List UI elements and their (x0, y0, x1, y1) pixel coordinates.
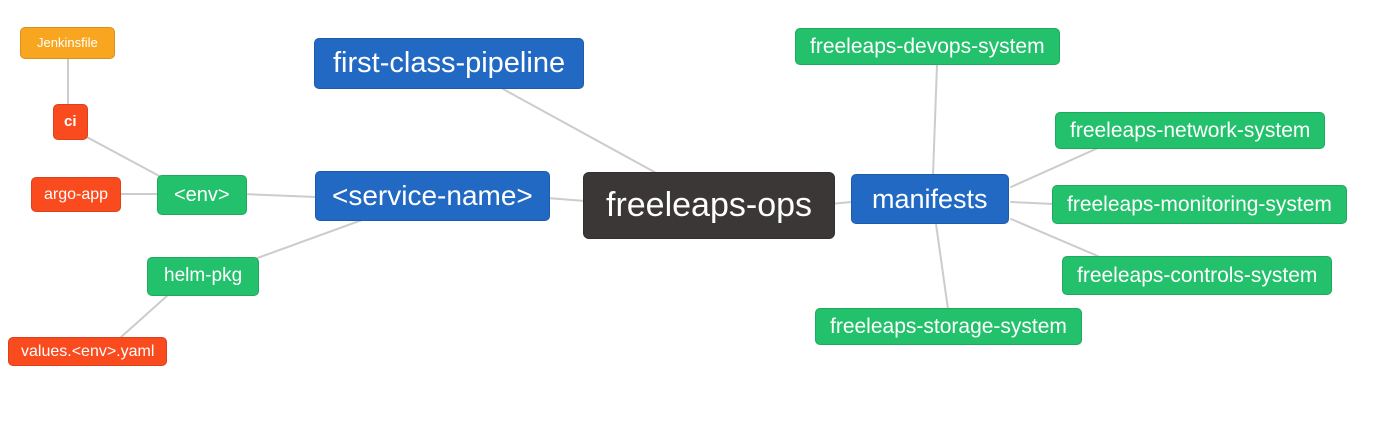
edge-manifests-controls (1010, 218, 1101, 258)
node-freeleaps-monitoring-system[interactable]: freeleaps-monitoring-system (1052, 185, 1347, 225)
node-argo-app[interactable]: argo-app (31, 177, 122, 213)
edge-service-name-ops (546, 197, 586, 202)
edge-env-service-name (242, 193, 317, 198)
edge-fcp-freeleaps-ops (502, 88, 659, 175)
node-helm-pkg[interactable]: helm-pkg (147, 257, 260, 296)
node-freeleaps-devops-system[interactable]: freeleaps-devops-system (795, 28, 1060, 66)
edge-ci-env (82, 134, 164, 179)
edge-helm-pkg-values (119, 294, 169, 339)
node-first-class-pipeline[interactable]: first-class-pipeline (314, 38, 585, 89)
node-freeleaps-network-system[interactable]: freeleaps-network-system (1055, 112, 1326, 150)
edge-service-name-helm-pkg (251, 219, 363, 261)
node-jenkinsfile[interactable]: Jenkinsfile (20, 27, 115, 59)
node-manifests[interactable]: manifests (851, 174, 1009, 225)
node-freeleaps-controls-system[interactable]: freeleaps-controls-system (1062, 256, 1333, 296)
node-service-name[interactable]: <service-name> (315, 171, 550, 221)
edge-manifests-storage (935, 223, 949, 310)
node-values-env-yaml[interactable]: values.<env>.yaml (8, 337, 168, 367)
edge-manifests-network (1010, 147, 1099, 188)
edge-manifests-devops (932, 64, 938, 176)
node-freeleaps-storage-system[interactable]: freeleaps-storage-system (815, 308, 1082, 346)
node-env[interactable]: <env> (157, 175, 247, 215)
edge-manifests-monitoring (1010, 201, 1055, 205)
node-ci[interactable]: ci (53, 104, 88, 140)
node-freeleaps-ops-root[interactable]: freeleaps-ops (583, 172, 836, 239)
